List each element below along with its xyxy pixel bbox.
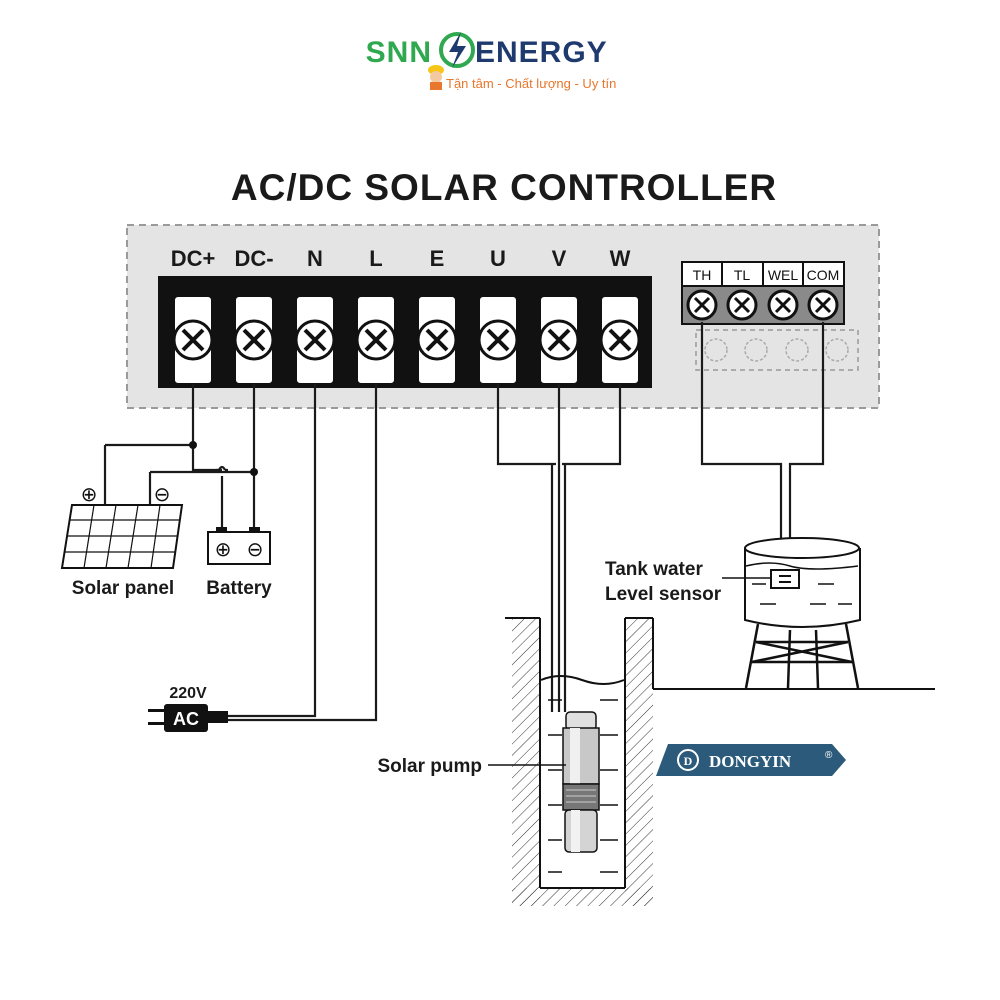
sensor-label-line1: Tank water bbox=[605, 559, 703, 580]
svg-text:D: D bbox=[684, 754, 693, 768]
screw-terminal-v bbox=[538, 295, 580, 385]
sensor-screw-com bbox=[807, 289, 839, 321]
solar-panel-label: Solar panel bbox=[72, 578, 174, 599]
pump-label: Solar pump bbox=[377, 756, 482, 777]
terminal-label-n: N bbox=[307, 246, 323, 271]
brand-name-right: ENERGY bbox=[475, 36, 608, 69]
dongyin-reg-mark: ® bbox=[825, 750, 833, 761]
terminal-label-l: L bbox=[369, 246, 382, 271]
ac-plug-icon: AC bbox=[148, 704, 228, 732]
battery-plus-symbol: ⊕ bbox=[215, 537, 232, 561]
terminal-label-e: E bbox=[430, 246, 445, 271]
diagram-title: AC/DC SOLAR CONTROLLER bbox=[231, 167, 777, 208]
terminal-label-v: V bbox=[552, 246, 567, 271]
level-sensor-icon bbox=[770, 569, 800, 589]
terminal-label-dc-minus: DC- bbox=[234, 246, 273, 271]
sensor-label-th: TH bbox=[693, 267, 712, 283]
terminal-label-u: U bbox=[490, 246, 506, 271]
submersible-pump-icon bbox=[562, 711, 600, 853]
main-terminal-screws bbox=[172, 295, 641, 385]
sensor-label-line2: Level sensor bbox=[605, 584, 722, 605]
well-shaft bbox=[505, 617, 935, 906]
screw-terminal-dc-plus bbox=[172, 295, 214, 385]
ac-plug-label: AC bbox=[173, 709, 199, 729]
screw-terminal-w bbox=[599, 295, 641, 385]
brand-name-left: SNN bbox=[366, 36, 432, 69]
ac-voltage-label: 220V bbox=[169, 685, 207, 702]
screw-terminal-l bbox=[355, 295, 397, 385]
sensor-terminal-block: TH TL WEL COM bbox=[681, 261, 859, 371]
solar-plus-symbol: ⊕ bbox=[81, 482, 98, 506]
energy-bolt-icon bbox=[439, 32, 475, 68]
terminal-label-dc-plus: DC+ bbox=[171, 246, 216, 271]
sensor-screw-wel bbox=[767, 289, 799, 321]
brand-logo: SNN ENERGY Tận tâm - Chất lượng - Uy tín bbox=[366, 32, 616, 91]
brand-slogan: Tận tâm - Chất lượng - Uy tín bbox=[446, 76, 616, 91]
sensor-label-com: COM bbox=[807, 267, 840, 283]
screw-terminal-n bbox=[294, 295, 336, 385]
worker-mascot-icon bbox=[428, 65, 444, 90]
screw-terminal-e bbox=[416, 295, 458, 385]
wiring bbox=[103, 322, 825, 722]
main-terminal-labels: DC+ DC- N L E U V W bbox=[171, 246, 631, 271]
sensor-label-tl: TL bbox=[734, 267, 751, 283]
solar-minus-symbol: ⊖ bbox=[154, 482, 171, 506]
battery-icon: ⊕ ⊖ bbox=[207, 527, 271, 565]
water-tank-icon bbox=[744, 537, 861, 689]
dongyin-logo: D DONGYIN ® bbox=[656, 744, 846, 776]
sensor-screw-tl bbox=[726, 289, 758, 321]
dongyin-text: DONGYIN bbox=[709, 752, 792, 771]
terminal-label-w: W bbox=[610, 246, 631, 271]
sensor-label-wel: WEL bbox=[768, 267, 799, 283]
solar-panel-icon: ⊕ ⊖ bbox=[60, 482, 184, 569]
screw-terminal-u bbox=[477, 295, 519, 385]
battery-label: Battery bbox=[206, 578, 272, 599]
screw-terminal-dc-minus bbox=[233, 295, 275, 385]
battery-minus-symbol: ⊖ bbox=[247, 537, 264, 561]
sensor-screw-th bbox=[686, 289, 718, 321]
